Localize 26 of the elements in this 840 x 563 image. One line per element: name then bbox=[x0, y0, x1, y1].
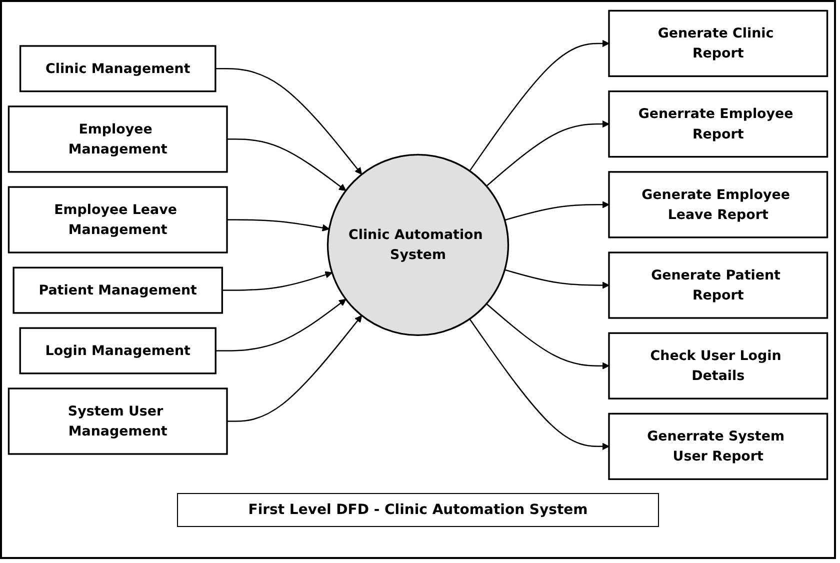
node-box: Generate Patient Report bbox=[608, 251, 828, 318]
node-box: Employee Management bbox=[8, 105, 228, 172]
arrow bbox=[504, 200, 610, 220]
node-box: Generate Employee Leave Report bbox=[608, 170, 828, 238]
arrow bbox=[227, 314, 362, 422]
node-box: Generate Clinic Report bbox=[608, 9, 828, 77]
node-box: Employee Leave Management bbox=[8, 186, 228, 253]
arrow bbox=[486, 302, 610, 370]
arrow bbox=[227, 218, 330, 232]
arrow bbox=[504, 268, 610, 288]
node-box: Generrate System User Report bbox=[608, 412, 828, 480]
node-box: Generrate Employee Report bbox=[608, 90, 828, 158]
arrow bbox=[486, 120, 610, 186]
node-box: Patient Management bbox=[12, 266, 223, 314]
arrow bbox=[469, 39, 610, 171]
diagram-title: First Level DFD - Clinic Automation System bbox=[177, 493, 659, 527]
node-circle: Clinic Automation System bbox=[326, 153, 510, 336]
arrow bbox=[215, 68, 362, 174]
arrow bbox=[227, 138, 346, 191]
arrow bbox=[469, 318, 610, 450]
arrow bbox=[222, 270, 332, 290]
node-box: System User Management bbox=[8, 387, 228, 454]
node-box: Check User Login Details bbox=[608, 332, 828, 399]
node-box: Login Management bbox=[19, 326, 216, 374]
node-box: Clinic Management bbox=[19, 44, 216, 92]
arrow bbox=[216, 298, 346, 351]
